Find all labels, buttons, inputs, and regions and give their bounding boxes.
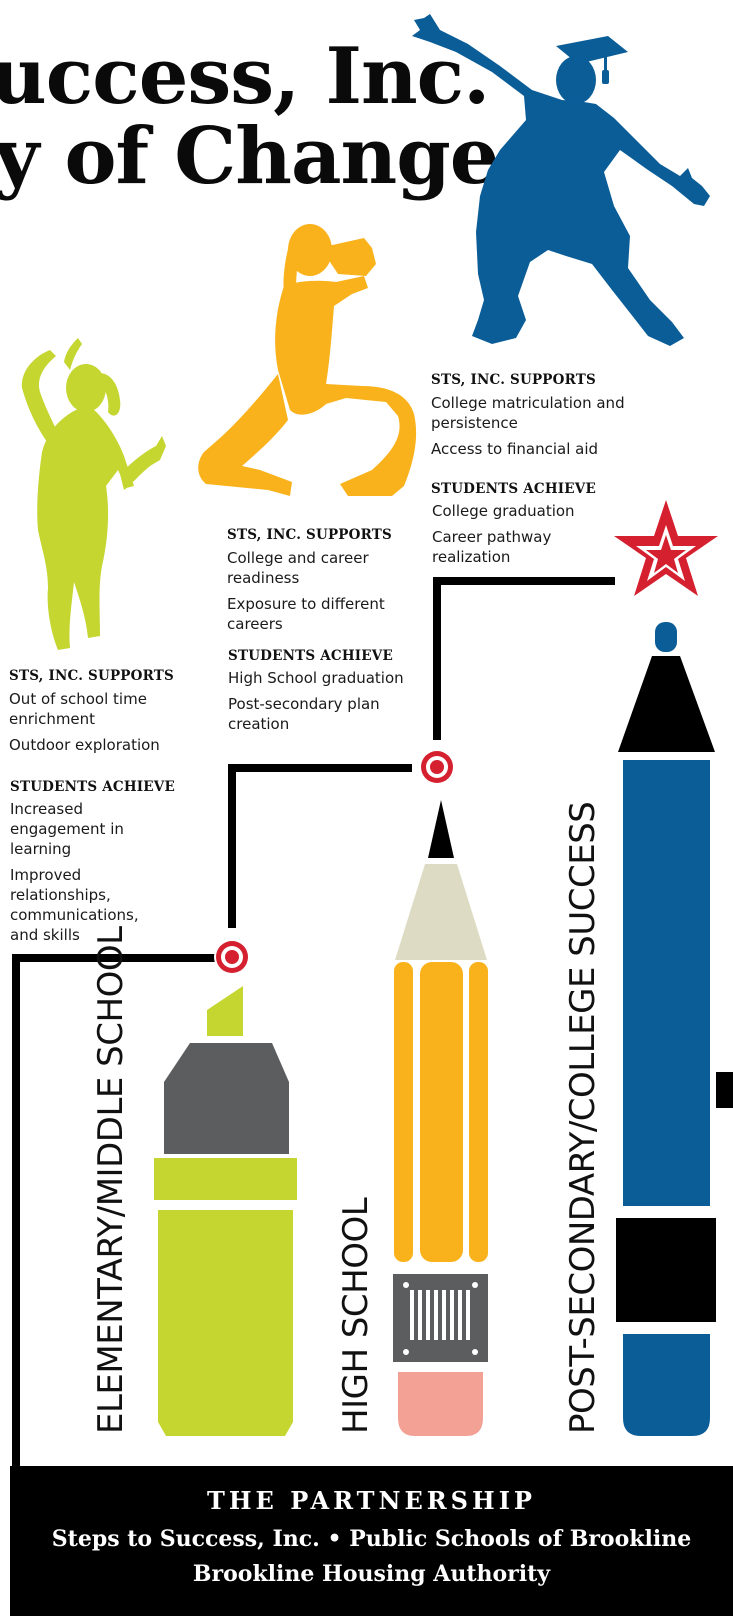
footer-title: THE PARTNERSHIP	[207, 1486, 536, 1515]
stage2-supports-list: College and career readiness Exposure to…	[227, 548, 407, 640]
stage1-supports-heading: STS, INC. SUPPORTS	[9, 668, 174, 684]
timeline-connector	[12, 577, 615, 1466]
milestone-marker-1	[214, 939, 250, 975]
stage3-achieve-item: College graduation	[432, 502, 575, 520]
partnership-footer: THE PARTNERSHIP Steps to Success, Inc. •…	[10, 1466, 733, 1616]
stage1-support-item: Outdoor exploration	[9, 736, 160, 754]
title-line-1: uccess, Inc.	[0, 31, 490, 122]
stage2-achieve-list: High School graduation Post-secondary pl…	[228, 668, 408, 740]
pen-icon	[616, 622, 733, 1436]
stage1-achieve-list: Increased engagement in learning Improve…	[10, 799, 160, 951]
stage1-label: ELEMENTARY/MIDDLE SCHOOL	[91, 926, 131, 1434]
stage2-label: HIGH SCHOOL	[336, 1197, 376, 1434]
stage3-support-item: Access to financial aid	[431, 440, 599, 458]
stage1-achieve-item: Improved relationships, communications, …	[10, 866, 139, 944]
stage1-achieve-item: Increased engagement in learning	[10, 800, 124, 858]
stage2-support-item: Exposure to different careers	[227, 595, 385, 633]
highlighter-icon	[154, 986, 297, 1436]
stage2-supports-heading: STS, INC. SUPPORTS	[227, 527, 392, 543]
child-silhouette-icon	[21, 338, 166, 650]
photographer-silhouette-icon	[198, 224, 417, 496]
stage2-support-item: College and career readiness	[227, 549, 369, 587]
milestone-marker-2	[419, 749, 455, 785]
stage1-support-item: Out of school time enrichment	[9, 690, 147, 728]
star-icon	[614, 500, 718, 596]
stage1-supports-list: Out of school time enrichment Outdoor ex…	[9, 689, 209, 761]
stage2-achieve-item: Post-secondary plan creation	[228, 695, 380, 733]
stage2-achieve-item: High School graduation	[228, 669, 404, 687]
stage3-label: POST-SECONDARY/COLLEGE SUCCESS	[563, 801, 603, 1434]
stage3-supports-list: College matriculation and persistence Ac…	[431, 393, 631, 465]
title-line-2: y of Change	[0, 111, 499, 202]
footer-line-1: Steps to Success, Inc. • Public Schools …	[51, 1526, 692, 1552]
stage3-achieve-list: College graduation Career pathway realiz…	[432, 501, 592, 573]
footer-line-2: Brookline Housing Authority	[192, 1561, 551, 1587]
pencil-icon	[393, 800, 488, 1436]
stage3-achieve-heading: STUDENTS ACHIEVE	[431, 481, 596, 497]
stage3-support-item: College matriculation and persistence	[431, 394, 625, 432]
graduate-silhouette-icon	[412, 14, 710, 346]
stage1-achieve-heading: STUDENTS ACHIEVE	[10, 779, 175, 795]
stage2-achieve-heading: STUDENTS ACHIEVE	[228, 648, 393, 664]
stage3-achieve-item: Career pathway realization	[432, 528, 552, 566]
stage3-supports-heading: STS, INC. SUPPORTS	[431, 372, 596, 388]
